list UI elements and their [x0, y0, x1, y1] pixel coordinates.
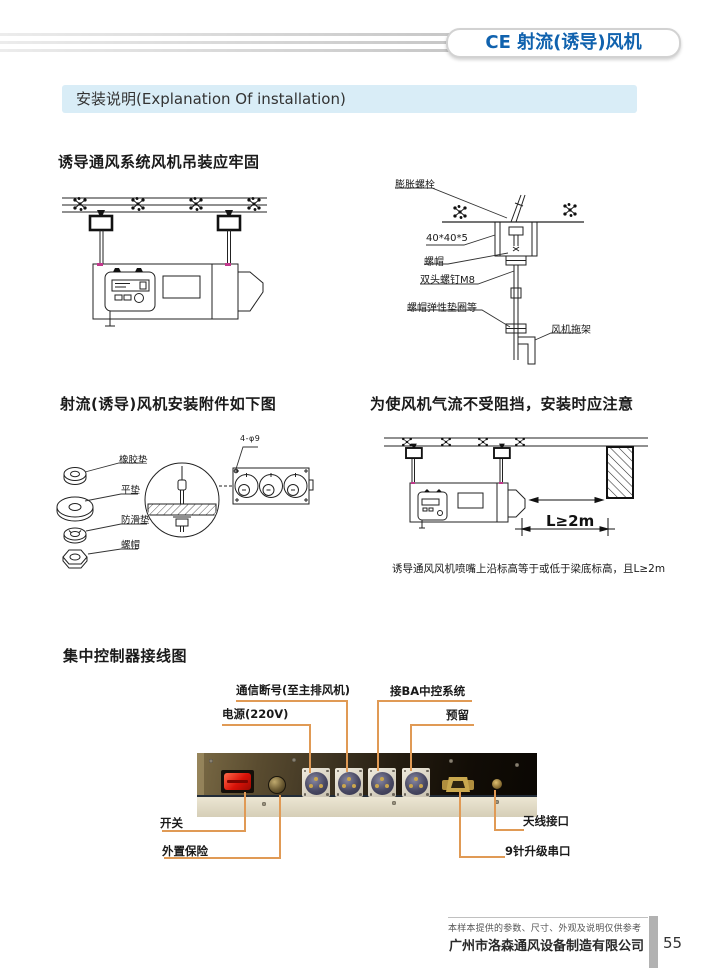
- accessories-title: 射流(诱导)风机安装附件如下图: [60, 395, 277, 413]
- panel-screw: [209, 759, 213, 763]
- header-rule-line: [0, 41, 450, 44]
- label-stud-m8: 双头螺钉M8: [420, 275, 475, 286]
- panel-bottom-strip: [197, 795, 537, 817]
- panel-screw: [292, 758, 296, 762]
- product-series-title: CE 射流(诱导)风机: [485, 32, 642, 53]
- clearance-title: 为使风机气流不受阻挡，安装时应注意: [370, 395, 634, 413]
- antenna-connector: [492, 779, 502, 789]
- page-number: 55: [663, 934, 683, 952]
- label-fuse: 外置保险: [162, 844, 208, 858]
- leader-switch: [162, 792, 246, 832]
- diagram-clearance: [384, 437, 648, 536]
- serial-port-connector: [442, 777, 474, 792]
- diagram-accessories: [56, 446, 314, 569]
- label-antislip-pad: 防滑垫: [121, 515, 150, 526]
- leader-ba: [377, 700, 472, 771]
- xlr-ring: [370, 771, 394, 795]
- panel-screw: [262, 802, 266, 806]
- label-flat-washer: 平垫: [121, 485, 141, 496]
- connector-power: [302, 768, 330, 797]
- connector-comm: [335, 768, 363, 797]
- xlr-ring: [337, 771, 361, 795]
- page-number-bar: [649, 916, 658, 968]
- connector-ba: [368, 768, 396, 797]
- label-nut-2: 螺帽: [121, 540, 141, 551]
- header-rule-line: [0, 33, 450, 36]
- label-power: 电源(220V): [222, 707, 289, 721]
- xlr-ring: [304, 771, 328, 795]
- xlr-ring: [404, 771, 428, 795]
- clearance-dimension: L≥2m: [546, 512, 595, 530]
- clearance-caption: 诱导通风风机喷嘴上沿标高等于或低于梁底标高，且L≥2m: [392, 563, 666, 575]
- label-ba: 接BA中控系统: [390, 684, 466, 698]
- label-angle-size: 40*40*5: [426, 233, 468, 244]
- label-comm: 通信断号(至主排风机): [236, 683, 351, 697]
- leader-reserved: [410, 724, 474, 771]
- panel-screw: [449, 759, 453, 763]
- leader-serial: [459, 792, 505, 858]
- panel-screw: [515, 763, 519, 767]
- leader-comm: [236, 700, 348, 772]
- fuse-holder: [268, 776, 286, 794]
- diagram-mount-detail: [395, 187, 584, 365]
- label-expansion-bolt: 膨胀螺栓: [395, 180, 435, 191]
- label-nut-washer: 螺帽弹性垫圈等: [407, 303, 477, 314]
- section-header-bar: 安装说明(Explanation Of installation): [62, 85, 637, 113]
- footer-company: 广州市洛森通风设备制造有限公司: [449, 939, 645, 954]
- label-fan-bracket: 风机拖架: [551, 325, 591, 336]
- panel-screw: [495, 800, 499, 804]
- footer-disclaimer: 本样本提供的参数、尺寸、外观及说明仅供参考: [448, 924, 642, 934]
- label-antenna: 天线接口: [523, 814, 569, 828]
- switch-rocker-line: [227, 780, 248, 783]
- panel-screw: [392, 801, 396, 805]
- photo-edge-highlight: [197, 753, 204, 817]
- leader-fuse: [164, 795, 281, 859]
- label-switch: 开关: [160, 816, 183, 830]
- power-switch: [224, 773, 251, 790]
- hoisting-title: 诱导通风系统风机吊装应牢固: [58, 153, 260, 171]
- header-rule-line: [0, 49, 450, 52]
- leader-power: [222, 724, 311, 773]
- controller-photo: [197, 753, 537, 817]
- label-serial: 9针升级串口: [505, 844, 571, 858]
- connector-reserved: [402, 768, 430, 797]
- section-header-title: 安装说明(Explanation Of installation): [76, 90, 346, 108]
- diagram-fan-hoisting: [62, 197, 267, 327]
- label-reserved: 预留: [446, 708, 469, 722]
- controller-title: 集中控制器接线图: [63, 647, 188, 665]
- leader-antenna: [494, 790, 524, 831]
- footer-rule: [448, 917, 648, 918]
- power-switch-bezel: [221, 770, 254, 793]
- label-holes-4phi9: 4-φ9: [240, 434, 261, 443]
- label-nut: 螺帽: [424, 257, 444, 268]
- product-series-badge: CE 射流(诱导)风机: [446, 28, 681, 58]
- label-rubber-pad: 橡胶垫: [119, 455, 148, 466]
